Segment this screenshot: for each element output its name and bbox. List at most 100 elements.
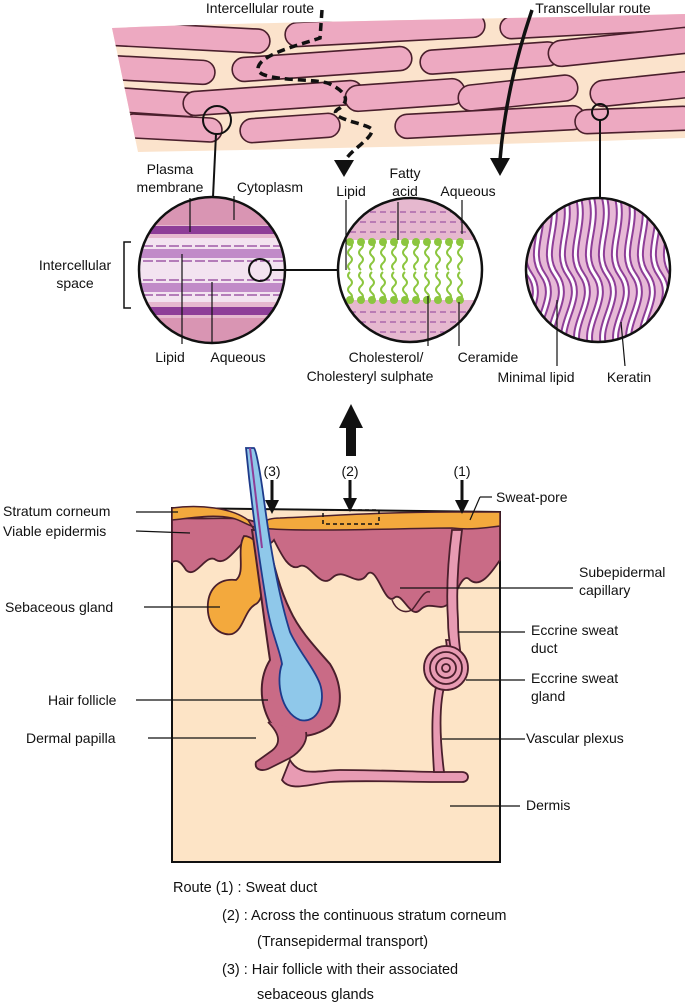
legend-route-2b: (Transepidermal transport) — [257, 934, 428, 950]
keratin-strand-core — [612, 198, 628, 342]
fatty-acid-tail — [457, 271, 463, 301]
lipid-head — [390, 238, 398, 246]
lipid-head — [412, 238, 420, 246]
fatty-acid-tail — [435, 241, 441, 271]
lipid-head — [445, 238, 453, 246]
lipid-head — [346, 296, 354, 304]
dermis-label: Dermis — [526, 797, 570, 813]
lipid-head — [423, 296, 431, 304]
stratum-corneum-label: Stratum corneum — [3, 503, 110, 519]
fatty-acid-tail — [413, 241, 419, 271]
eccrine-sweat-duct-label-2: duct — [531, 640, 558, 656]
keratin-strand-core — [560, 198, 576, 342]
fatty-acid-tail — [391, 241, 397, 271]
route-1-arrow — [455, 480, 469, 514]
lipid-head — [390, 296, 398, 304]
fatty-acid-tail — [369, 271, 375, 301]
lipid-label-middle: Lipid — [336, 183, 366, 199]
keratin-label: Keratin — [607, 369, 651, 385]
fatty-acid-tail — [413, 271, 419, 301]
fatty-acid-tail — [435, 271, 441, 301]
lipid-head — [445, 296, 453, 304]
dermal-papilla-label: Dermal papilla — [26, 730, 116, 746]
route-2-label: (2) — [341, 463, 358, 479]
keratin-strand-core — [573, 198, 589, 342]
intercellular-space-label-2: space — [56, 275, 94, 291]
lipid-head — [357, 238, 365, 246]
cholesterol-label-1: Cholesterol/ — [349, 349, 424, 365]
lipid-head — [423, 238, 431, 246]
plasma-membrane-label-2: membrane — [137, 179, 204, 195]
eccrine-sweat-gland-label-1: Eccrine sweat — [531, 670, 618, 686]
keratin-strand-core — [599, 198, 615, 342]
fatty-acid-tail — [391, 271, 397, 301]
lipid-head — [379, 296, 387, 304]
fatty-acid-tail — [347, 241, 353, 271]
sweat-pore-label: Sweat-pore — [496, 489, 568, 505]
legend-route-3a: (3) : Hair follicle with their associate… — [222, 962, 458, 978]
route-legend: Route (1) : Sweat duct (2) : Across the … — [173, 880, 507, 1003]
lipid-head — [368, 296, 376, 304]
eccrine-sweat-gland-label-2: gland — [531, 688, 565, 704]
legend-route-3b: sebaceous glands — [257, 987, 374, 1003]
hair-follicle-label: Hair follicle — [48, 692, 117, 708]
intercellular-route-label: Intercellular route — [206, 0, 314, 16]
lipid-head — [401, 296, 409, 304]
stratum-corneum-band — [112, 14, 685, 152]
lipid-head — [434, 296, 442, 304]
eccrine-gland-coil — [423, 645, 469, 691]
fatty-acid-tail — [402, 241, 408, 271]
intercellular-space-zoom — [123, 195, 337, 345]
lipid-head — [456, 296, 464, 304]
eccrine-sweat-duct-label-1: Eccrine sweat — [531, 622, 618, 638]
fatty-acid-tail — [424, 241, 430, 271]
fatty-acid-tail — [358, 241, 364, 271]
minimal-lipid-label: Minimal lipid — [497, 369, 574, 385]
fatty-acid-tail — [347, 271, 353, 301]
cytoplasm-label: Cytoplasm — [237, 179, 303, 195]
skin-cross-section — [135, 447, 573, 863]
aqueous-label-left: Aqueous — [210, 349, 265, 365]
corneocytes — [112, 14, 685, 144]
lipid-head — [434, 238, 442, 246]
lipid-head — [456, 238, 464, 246]
intercellular-route-path — [256, 9, 374, 177]
lipid-head — [379, 238, 387, 246]
vascular-plexus-label: Vascular plexus — [526, 730, 624, 746]
route-2-arrow — [343, 480, 357, 512]
keratin-strand-core — [625, 198, 641, 342]
subepidermal-capillary-label-1: Subepidermal — [579, 564, 665, 580]
lipid-head — [412, 296, 420, 304]
fatty-acid-tail — [446, 241, 452, 271]
zoom-link-arrow — [339, 404, 363, 456]
fatty-acid-tail — [369, 241, 375, 271]
zoom-marker-left — [202, 105, 232, 135]
lipid-head — [357, 296, 365, 304]
fatty-acid-tail — [446, 271, 452, 301]
lipid-head — [401, 238, 409, 246]
cholesterol-label-2: Cholesteryl sulphate — [307, 368, 434, 384]
transcellular-route-path — [490, 9, 534, 176]
keratin-zoom — [524, 196, 672, 367]
transcellular-route-label: Transcellular route — [535, 0, 651, 16]
fatty-acid-label-2: acid — [392, 183, 418, 199]
intercellular-space-label-1: Intercellular — [39, 257, 112, 273]
route-1-label: (1) — [453, 463, 470, 479]
leader-lines — [135, 496, 573, 807]
legend-route-1: Route (1) : Sweat duct — [173, 880, 317, 896]
route-3-label: (3) — [263, 463, 280, 479]
route-3-arrow — [265, 480, 279, 514]
fatty-acid-tail — [424, 271, 430, 301]
fatty-acid-label-1: Fatty — [389, 165, 420, 181]
subepidermal-capillary-label-2: capillary — [579, 582, 630, 598]
fatty-acid-tail — [380, 241, 386, 271]
plasma-membrane-label-1: Plasma — [147, 161, 194, 177]
lipid-head — [346, 238, 354, 246]
aqueous-label-middle: Aqueous — [440, 183, 495, 199]
viable-epidermis-label: Viable epidermis — [3, 523, 106, 539]
fatty-acid-tail — [402, 271, 408, 301]
keratin-strand — [662, 198, 670, 342]
sebaceous-gland-label: Sebaceous gland — [5, 599, 113, 615]
